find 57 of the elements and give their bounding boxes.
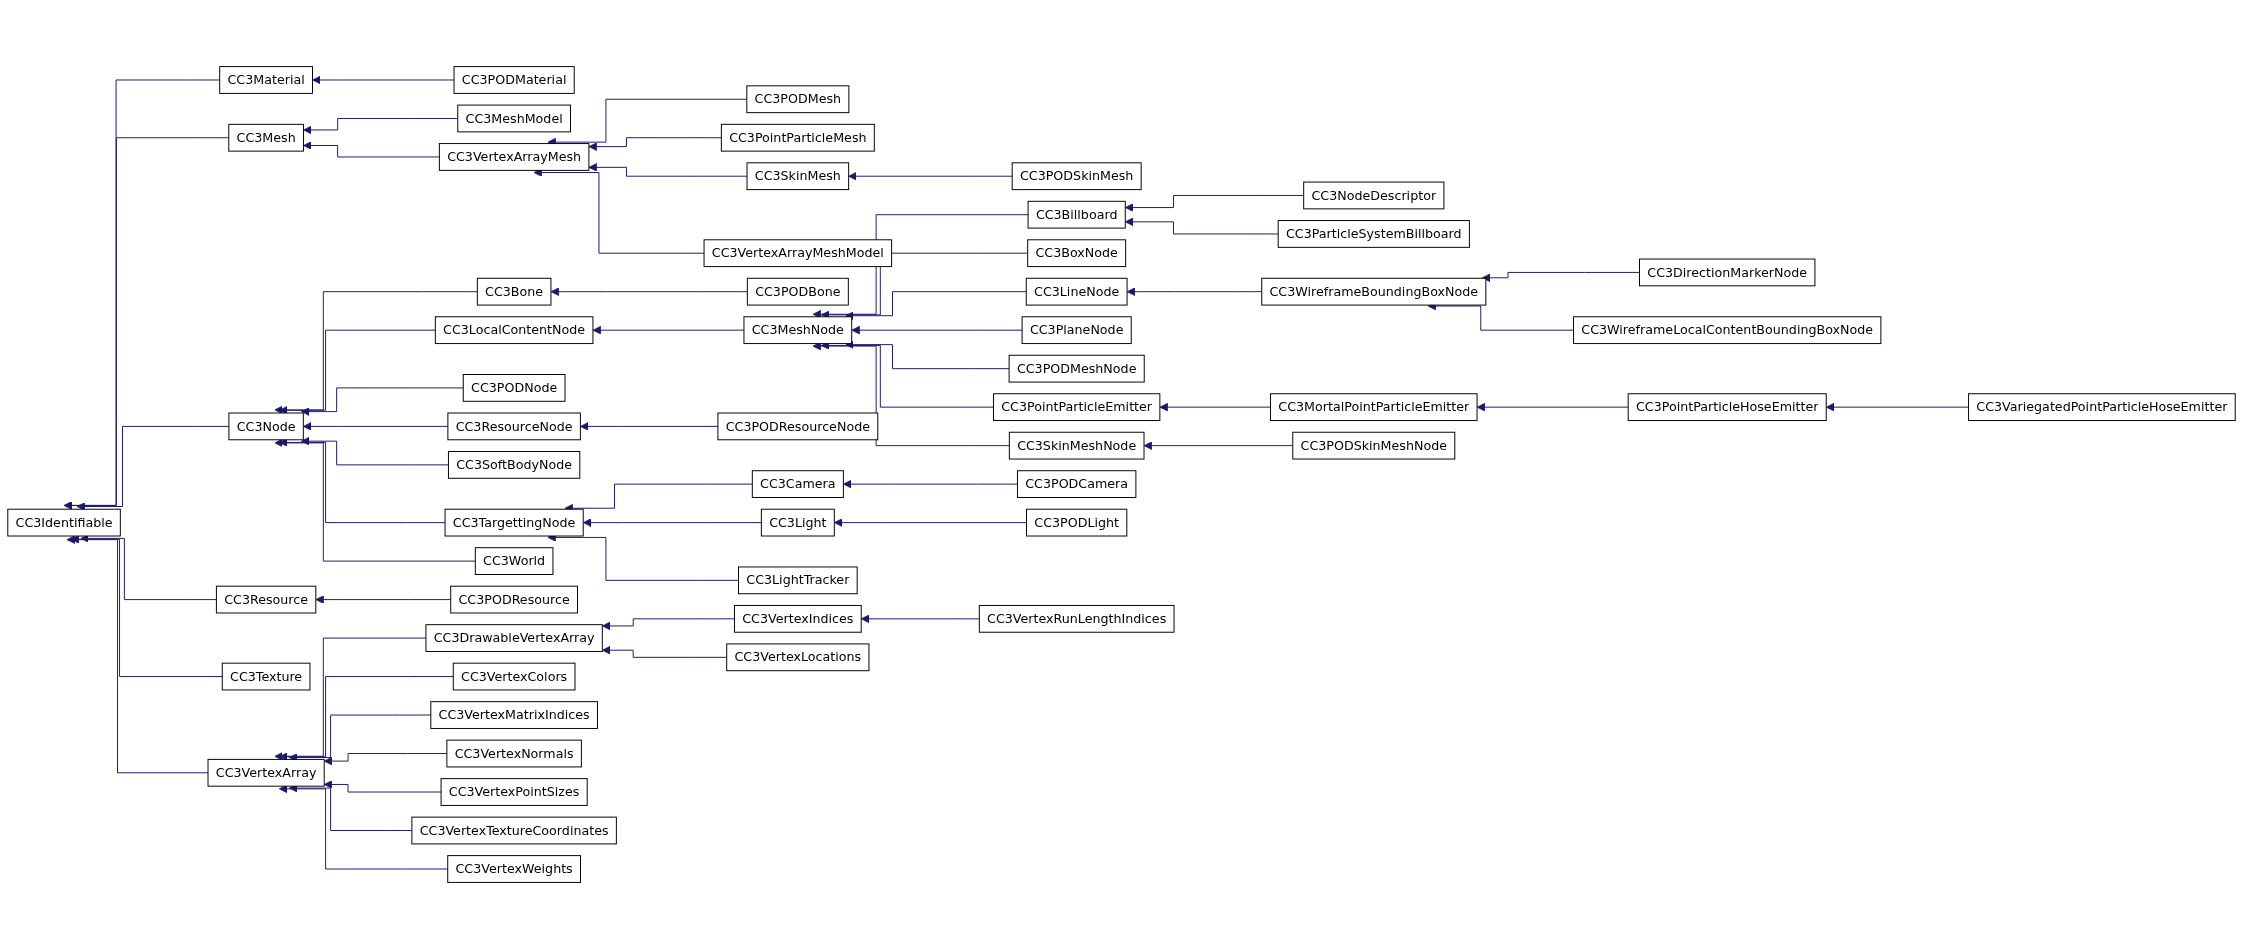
node-box: CC3BoxNode — [1027, 239, 1127, 268]
node-box: CC3VertexIndices — [733, 604, 862, 633]
node-box: CC3NodeDescriptor — [1303, 181, 1445, 210]
node-box: CC3PODMeshNode — [1008, 354, 1145, 383]
node-box: CC3PODSkinMesh — [1011, 162, 1142, 191]
node-box: CC3ResourceNode — [447, 412, 581, 441]
node-box: CC3PODCamera — [1016, 470, 1137, 498]
node-box: CC3MortalPointParticleEmitter — [1270, 393, 1478, 422]
node-box: CC3Billboard — [1027, 200, 1126, 229]
node-box: CC3VertexWeights — [447, 855, 581, 883]
node-box: CC3Resource — [215, 585, 317, 614]
node-box: CC3PointParticleHoseEmitter — [1627, 393, 1827, 422]
node-box: CC3LocalContentNode — [434, 316, 594, 345]
node-box: CC3SkinMeshNode — [1008, 431, 1145, 460]
node-box: CC3DirectionMarkerNode — [1639, 258, 1816, 287]
node-box: CC3LineNode — [1025, 277, 1128, 306]
node-box: CC3VertexArrayMeshModel — [703, 239, 893, 268]
node-box: CC3TargettingNode — [444, 508, 584, 537]
node-box: CC3PlaneNode — [1021, 316, 1132, 345]
node-box: CC3World — [474, 547, 554, 575]
node-box: CC3WireframeBoundingBoxNode — [1261, 277, 1487, 306]
node-box: CC3PODSkinMeshNode — [1292, 431, 1456, 460]
node-box: CC3VertexColors — [452, 662, 576, 691]
node-box: CC3VertexNormals — [446, 739, 582, 768]
node-box: CC3VertexArrayMesh — [438, 143, 590, 171]
node-box: CC3PODNode — [462, 374, 566, 402]
node-box: CC3DrawableVertexArray — [425, 624, 603, 652]
node-box: CC3Camera — [751, 470, 844, 498]
node-box: CC3PODBone — [746, 277, 849, 306]
node-box: CC3PODLight — [1026, 508, 1128, 537]
node-box: CC3SkinMesh — [746, 162, 850, 191]
node-box: CC3PODResourceNode — [717, 412, 879, 441]
node-box: CC3PODMaterial — [453, 66, 575, 94]
node-box: CC3LightTracker — [738, 566, 858, 595]
node-box: CC3MeshModel — [457, 104, 571, 133]
node-box: CC3SoftBodyNode — [447, 451, 581, 479]
node-box: CC3VertexMatrixIndices — [430, 701, 598, 729]
node-box: CC3Identifiable — [7, 508, 121, 537]
node-box: CC3PointParticleEmitter — [993, 393, 1161, 422]
node-box: CC3MeshNode — [743, 316, 853, 345]
node-box: CC3VertexArray — [207, 758, 325, 787]
node-box: CC3PointParticleMesh — [720, 123, 875, 152]
node-box: CC3VariegatedPointParticleHoseEmitter — [1968, 393, 2236, 422]
node-box: CC3VertexPointSizes — [440, 778, 588, 806]
node-box: CC3VertexRunLengthIndices — [978, 604, 1175, 633]
node-box: CC3WireframeLocalContentBoundingBoxNode — [1573, 316, 1882, 345]
node-box: CC3PODMesh — [746, 85, 850, 114]
node-box: CC3ParticleSystemBillboard — [1277, 220, 1470, 248]
node-box: CC3Light — [760, 508, 835, 537]
node-box: CC3VertexLocations — [726, 643, 870, 672]
node-box: CC3Bone — [476, 277, 552, 306]
node-box: CC3Texture — [221, 662, 311, 691]
node-box: CC3Material — [219, 66, 313, 94]
node-box: CC3VertexTextureCoordinates — [411, 816, 617, 845]
node-box: CC3Node — [228, 412, 304, 441]
node-box: CC3PODResource — [450, 585, 578, 614]
node-box: CC3Mesh — [228, 123, 304, 152]
